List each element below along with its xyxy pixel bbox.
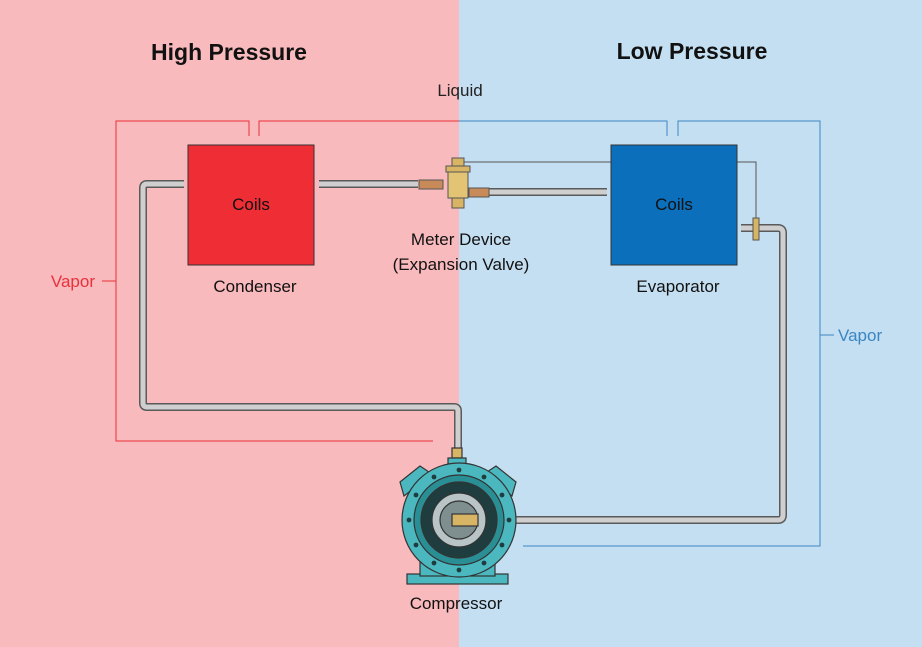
liquid-bracket-high <box>115 120 459 442</box>
condenser-label: Condenser <box>213 277 297 296</box>
compressor-icon <box>399 447 517 585</box>
liquid-label: Liquid <box>437 81 482 100</box>
liquid-bracket-low <box>459 120 821 547</box>
vapor-high-label: Vapor <box>51 272 95 291</box>
pipe-network <box>139 180 787 524</box>
condenser-coils-label: Coils <box>232 195 270 214</box>
low-pressure-region <box>459 0 922 647</box>
high-pressure-region <box>0 0 459 647</box>
low-pressure-title: Low Pressure <box>617 38 768 64</box>
meter-device-label: Meter Device <box>411 230 511 249</box>
vapor-low-label: Vapor <box>838 326 882 345</box>
expansion-valve-label: (Expansion Valve) <box>393 255 530 274</box>
expansion-valve-icon <box>418 157 490 209</box>
evaporator-coils-box <box>610 144 738 266</box>
high-pressure-title: High Pressure <box>151 39 307 65</box>
sensing-bulb-icon <box>752 217 760 241</box>
evaporator-coils-label: Coils <box>655 195 693 214</box>
compressor-label: Compressor <box>410 594 503 613</box>
condenser-coils-box <box>187 144 315 266</box>
evaporator-label: Evaporator <box>636 277 719 296</box>
